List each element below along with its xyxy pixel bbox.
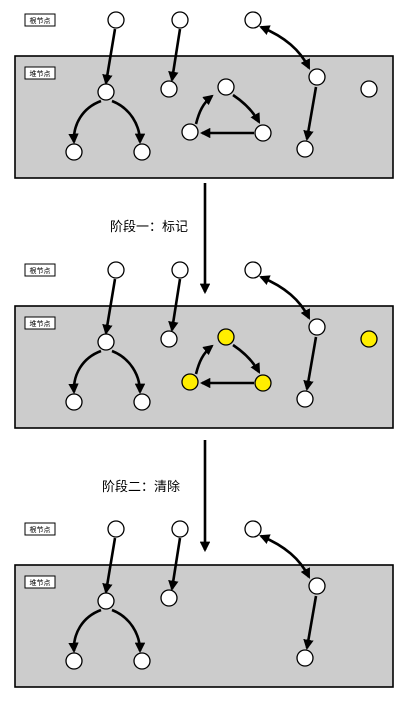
heap-node (160, 330, 178, 348)
heap-node (296, 390, 314, 408)
edge-root3-c (259, 534, 311, 579)
edge-cl-ct (194, 94, 214, 125)
heap-node (217, 328, 235, 346)
heap-tag: 堆节点 (24, 66, 56, 80)
edge-c-c1 (303, 86, 318, 142)
root-tag: 根节点 (24, 13, 56, 27)
heap-node (160, 80, 178, 98)
root-node (244, 11, 262, 29)
phase2-label: 阶段二：清除 (102, 480, 180, 495)
heap-node (254, 124, 272, 142)
root-tag: 根节点 (24, 522, 56, 536)
heap-tag-label: 堆节点 (30, 319, 51, 328)
heap-node (65, 143, 83, 161)
heap-node (160, 589, 178, 607)
panel-initial: 根节点 堆节点 (14, 11, 394, 179)
edge-cl-ct (194, 344, 214, 375)
heap-tag: 堆节点 (24, 316, 56, 330)
heap-node (308, 577, 326, 595)
root-tag-label: 根节点 (30, 16, 51, 25)
root-tag: 根节点 (24, 263, 56, 277)
heap-node (308, 318, 326, 336)
edge-a-a1 (68, 349, 102, 395)
heap-node (97, 83, 115, 101)
root-node (171, 11, 189, 29)
heap-node (296, 649, 314, 667)
heap-node (133, 143, 151, 161)
phase1-label: 阶段一：标记 (110, 220, 188, 235)
heap-tag: 堆节点 (24, 575, 56, 589)
heap-node (65, 393, 83, 411)
edge-root2-b (168, 28, 182, 83)
root-tag-label: 根节点 (30, 266, 51, 275)
root-node (171, 261, 189, 279)
edge-root3-c (259, 275, 311, 320)
edge-root1-a (102, 537, 117, 595)
edge-root2-b (168, 537, 182, 592)
edge-root2-b (168, 278, 182, 333)
edge-a-a1 (68, 608, 102, 654)
panel-marked: 根节点 堆节点 (14, 261, 394, 429)
root-node (244, 520, 262, 538)
heap-node (360, 330, 378, 348)
root-node (107, 261, 125, 279)
edge-ct-cr (232, 343, 261, 374)
panel-swept: 根节点 堆节点 (14, 520, 394, 688)
heap-node (133, 393, 151, 411)
heap-node (65, 652, 83, 670)
heap-node (296, 140, 314, 158)
heap-node (254, 374, 272, 392)
heap-node (97, 333, 115, 351)
root-node (107, 11, 125, 29)
heap-tag-label: 堆节点 (30, 69, 51, 78)
edge-a-a2 (111, 349, 146, 395)
root-tag-label: 根节点 (30, 525, 51, 534)
heap-node (360, 80, 378, 98)
heap-node (97, 592, 115, 610)
edge-root1-a (102, 28, 117, 86)
heap-node (181, 373, 199, 391)
heap-node (133, 652, 151, 670)
heap-node (308, 68, 326, 86)
heap-tag-label: 堆节点 (30, 578, 51, 587)
edge-a-a1 (68, 99, 102, 145)
edge-root1-a (102, 278, 117, 336)
heap-node (181, 123, 199, 141)
edge-ct-cr (232, 93, 261, 124)
edge-c-c1 (303, 336, 318, 392)
edge-c-c1 (303, 595, 318, 651)
edge-a-a2 (111, 608, 146, 654)
edge-root3-c (259, 25, 311, 70)
root-node (107, 520, 125, 538)
heap-node (217, 78, 235, 96)
root-node (244, 261, 262, 279)
edge-a-a2 (111, 99, 146, 145)
root-node (171, 520, 189, 538)
